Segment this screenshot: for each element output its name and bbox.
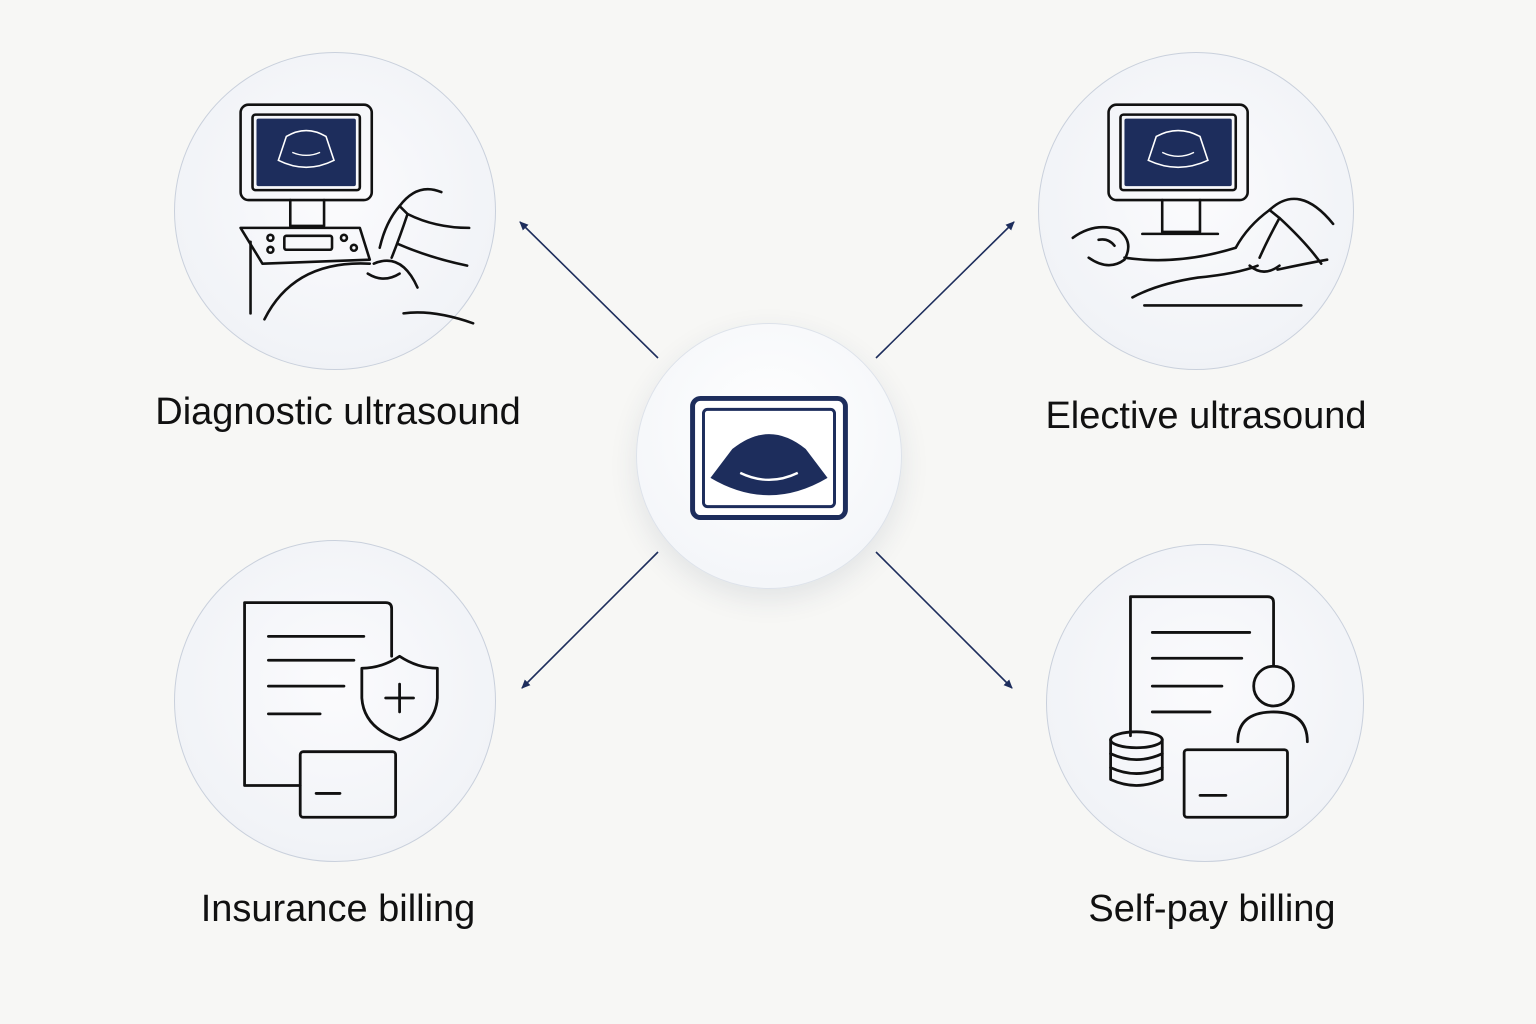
ultrasound-monitor-icon [690,395,848,521]
insurance-billing-node [174,540,496,862]
elective-ultrasound-node [1038,52,1354,370]
arrow-to-selfpay [875,551,1013,689]
insurance-billing-label: Insurance billing [200,888,476,930]
diagnostic-ultrasound-label: Diagnostic ultrasound [155,391,521,433]
ultrasound-machine-exam-icon [239,103,475,325]
ultrasound-patient-exam-icon [1071,103,1335,307]
hub-node [636,323,902,589]
self-pay-document-person-coins-card-icon [1109,595,1309,819]
self-pay-billing-node [1046,544,1364,862]
arrow-to-diagnostic [519,221,659,359]
arrow-to-elective [875,221,1015,359]
self-pay-billing-label: Self-pay billing [1088,888,1336,930]
diagnostic-ultrasound-node [174,52,496,370]
arrow-to-insurance [521,551,659,689]
elective-ultrasound-label: Elective ultrasound [1045,395,1367,437]
insurance-document-shield-card-icon [243,601,439,819]
